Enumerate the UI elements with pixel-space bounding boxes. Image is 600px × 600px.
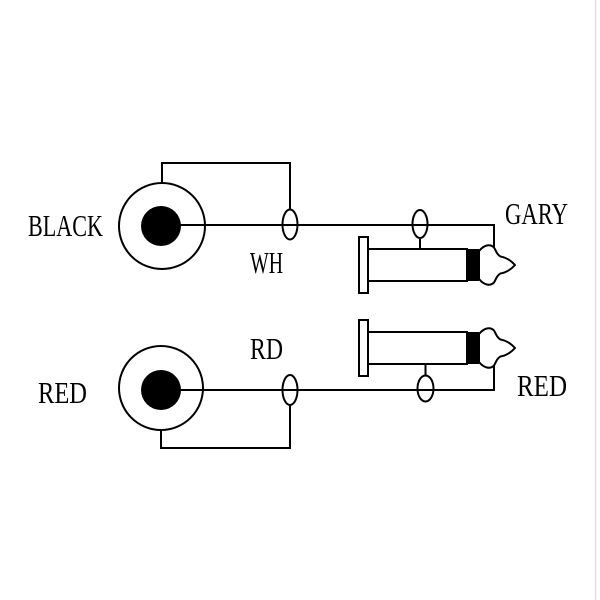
wire-label-top: WH (250, 245, 283, 280)
ground-wire-top (161, 162, 291, 210)
rca-center-pin-top (141, 206, 181, 246)
top-channel: BLACK WH GARY (28, 162, 568, 294)
ground-wire-bottom (160, 404, 291, 449)
wire-label-bottom: RD (250, 331, 283, 366)
phone-plug-top (358, 236, 516, 294)
phone-plug-bottom (358, 319, 516, 377)
cable-ferrule-top-left (281, 208, 299, 241)
plug-label-top: GARY (505, 196, 568, 231)
cable-ferrule-bottom-left (281, 374, 299, 406)
cable-ferrule-top-right (411, 209, 429, 239)
signal-wire-top (162, 224, 495, 249)
signal-wire-bottom (161, 365, 495, 391)
bottom-channel: RED RD RED (38, 319, 567, 449)
plug-label-bottom: RED (517, 368, 567, 403)
cable-ferrule-bottom-right (416, 374, 435, 403)
rca-label-bottom: RED (38, 375, 87, 410)
rca-label-top: BLACK (28, 208, 103, 243)
